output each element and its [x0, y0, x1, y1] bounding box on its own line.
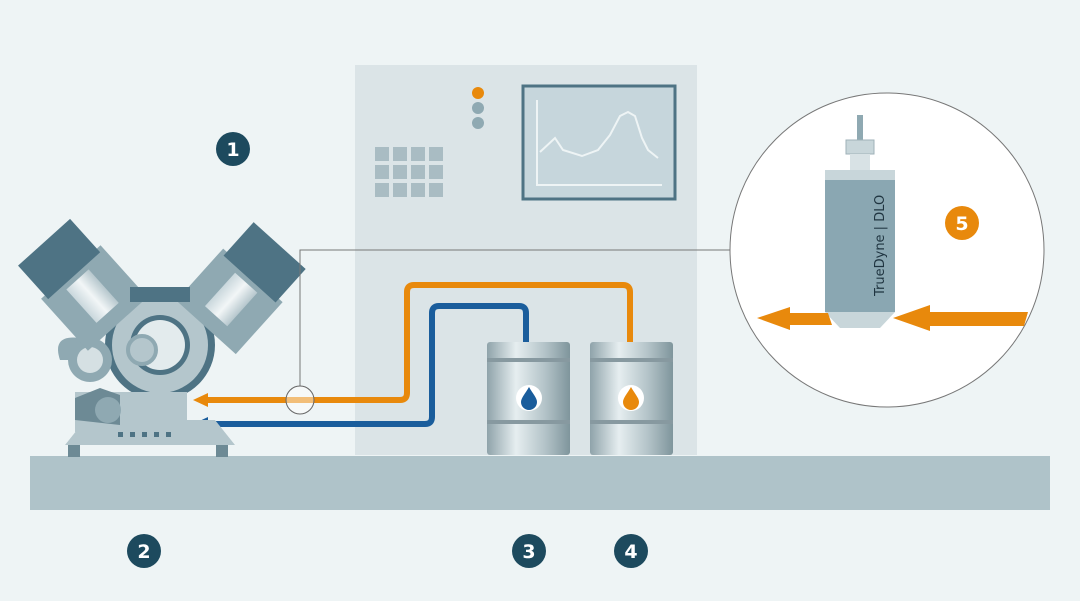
sensor-label: TrueDyne | DLO [873, 195, 888, 297]
status-light-orange [472, 87, 484, 99]
badge-3: 3 [512, 534, 546, 568]
sensor-body [825, 170, 895, 312]
sensor-detail-view: TrueDyne | DLO [729, 92, 1045, 408]
measuring-point-marker [285, 385, 315, 415]
badge-5: 5 [945, 206, 979, 240]
barrel-blue [487, 342, 570, 455]
flow-out-arrow-icon [757, 307, 832, 330]
compressor [18, 218, 306, 457]
badge-4: 4 [614, 534, 648, 568]
keypad [375, 147, 443, 197]
status-light [472, 117, 484, 129]
svg-text:3: 3 [522, 541, 535, 563]
badge-2: 2 [127, 534, 161, 568]
orange-pipe [205, 282, 633, 403]
monitor-screen [521, 84, 677, 201]
callout-line [299, 249, 732, 386]
blue-pipe [205, 303, 529, 427]
svg-text:5: 5 [955, 213, 968, 235]
status-light [472, 102, 484, 114]
svg-text:1: 1 [226, 139, 239, 161]
orange-arrowhead-icon [193, 393, 208, 407]
flow-in-arrow-icon [893, 305, 1028, 331]
badge-1: 1 [216, 132, 250, 166]
svg-text:4: 4 [624, 541, 637, 563]
orange-droplet-icon [623, 387, 639, 410]
svg-text:2: 2 [137, 541, 150, 563]
barrel-orange [590, 342, 673, 455]
floor [30, 456, 1050, 510]
screen-chart-line [539, 110, 659, 159]
blue-droplet-icon [521, 387, 537, 410]
